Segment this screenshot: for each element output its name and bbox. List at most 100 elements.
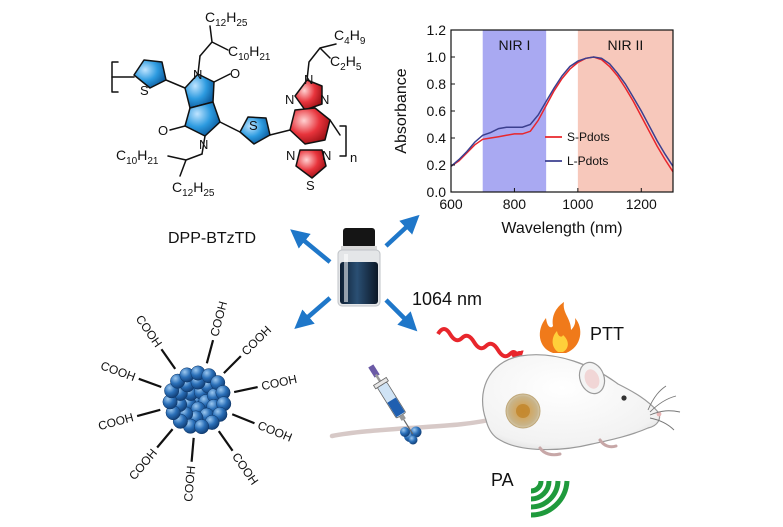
- y-tick-label-2: 0.4: [427, 130, 447, 146]
- molecule-name: DPP-BTzTD: [168, 230, 256, 247]
- region-label-1: NIR II: [608, 37, 644, 53]
- ligand-label-5: COOH: [181, 465, 198, 502]
- ligand-label-1: COOH: [239, 323, 274, 358]
- particle-beads: [162, 365, 232, 435]
- ligand-spoke-5: [190, 437, 195, 462]
- pa-label: PA: [491, 470, 514, 490]
- chain-c10h21-top: C10H21: [228, 43, 271, 63]
- ptt-label: PTT: [590, 324, 624, 344]
- series-line-l-pdots: [450, 56, 674, 167]
- region-label-0: NIR I: [498, 37, 530, 53]
- laser-wave: [436, 327, 524, 366]
- region-band-0: [482, 30, 547, 192]
- ligand-label-6: COOH: [126, 446, 160, 483]
- syringe-icon: [368, 364, 414, 435]
- atom-n-acceptor-2: N: [285, 92, 294, 107]
- x-tick-label-2: 1000: [562, 196, 593, 212]
- chain-c12h25-bottom: C12H25: [172, 179, 215, 199]
- repeat-subscript: n: [350, 150, 357, 165]
- atom-n-bottom: N: [199, 137, 208, 152]
- ligand-spoke-8: [138, 377, 162, 389]
- atom-n-acceptor-1: N: [304, 72, 313, 87]
- acceptor-benzene: [289, 107, 331, 145]
- mouse-nose: [656, 411, 662, 417]
- ligand-spoke-6: [156, 428, 174, 449]
- atom-s-acceptor: S: [306, 178, 315, 193]
- pdots-vial: [337, 228, 381, 307]
- bead-30: [194, 419, 210, 435]
- legend-label-1: L-Pdots: [567, 154, 608, 168]
- chain-c2h5: C2H5: [330, 53, 362, 73]
- photoacoustic-wave-icon: [530, 480, 570, 518]
- right-bracket: [339, 125, 347, 157]
- mouse-front-paw: [598, 438, 618, 449]
- ligand-spoke-1: [223, 355, 242, 374]
- atom-n-top: N: [193, 67, 202, 82]
- ligand-spokes: [136, 339, 258, 462]
- ligand-spoke-4: [217, 430, 234, 452]
- y-tick-label-4: 0.8: [427, 76, 447, 92]
- arrow-to-mouse: [384, 298, 418, 332]
- chain-c12h25-top: C12H25: [205, 9, 248, 29]
- ligand-label-8: COOH: [99, 359, 138, 384]
- ligand-label-9: COOH: [133, 312, 165, 350]
- process-arrows: [290, 214, 420, 332]
- ligand-spoke-3: [231, 413, 255, 425]
- mouse-eye: [621, 395, 627, 401]
- y-axis-label: Absorbance: [393, 68, 410, 153]
- atom-s-left: S: [140, 83, 149, 98]
- atom-s-middle: S: [249, 118, 258, 133]
- mouse-illustration: [329, 354, 681, 457]
- ligand-spoke-0: [205, 339, 215, 364]
- legend-label-0: S-Pdots: [567, 130, 610, 144]
- y-tick-label-6: 1.2: [427, 22, 447, 38]
- dpp-ring-lower: [184, 101, 221, 137]
- y-tick-label-3: 0.6: [427, 103, 447, 119]
- acceptor-thiadiazole: [295, 149, 327, 179]
- ligand-spoke-7: [136, 408, 161, 418]
- x-tick-label-0: 600: [439, 196, 463, 212]
- thiophene-ring-left: [133, 59, 167, 89]
- atom-o-bottom: O: [158, 123, 168, 138]
- ligand-spoke-9: [160, 348, 177, 370]
- mouse-hind-paw: [538, 446, 562, 457]
- arrow-to-nanoparticle: [294, 296, 332, 329]
- x-tick-label-1: 800: [503, 196, 527, 212]
- chain-c10h21-bottom: C10H21: [116, 147, 159, 167]
- y-tick-label-1: 0.2: [427, 157, 447, 173]
- x-tick-label-3: 1200: [626, 196, 657, 212]
- atom-n-acceptor-5: N: [322, 148, 331, 163]
- x-axis-label: Wavelength (nm): [501, 220, 622, 237]
- polymer-structure: [111, 25, 347, 179]
- flame-icon: [539, 302, 581, 353]
- molecule-labels: S N O O N S N N N N N S n C12H25 C10H21 …: [116, 9, 366, 199]
- mouse-whiskers: [647, 385, 681, 431]
- y-tick-label-5: 1.0: [427, 49, 447, 65]
- vial-cap: [343, 228, 375, 248]
- ligand-label-4: COOH: [229, 450, 261, 488]
- series-line-s-pdots: [450, 56, 674, 173]
- arrow-to-molecule: [290, 229, 332, 264]
- acceptor-triazole: [294, 79, 323, 111]
- vial-neck: [341, 246, 377, 252]
- thiophene-ring-middle: [239, 116, 271, 145]
- ligand-label-3: COOH: [256, 418, 295, 444]
- mouse-tail: [329, 415, 501, 439]
- atom-n-acceptor-4: N: [286, 148, 295, 163]
- dpp-ring-upper: [184, 73, 215, 109]
- arrow-to-chart: [384, 214, 420, 248]
- vial-solution: [340, 262, 378, 304]
- ligand-spoke-2: [233, 386, 258, 394]
- ligand-label-2: COOH: [260, 372, 298, 393]
- tail-injection-site: [400, 426, 422, 445]
- laser-label: 1064 nm: [412, 289, 482, 309]
- chart-regions: NIR I NIR II: [482, 30, 673, 192]
- chain-c4h9: C4H9: [334, 27, 366, 47]
- ligand-label-0: COOH: [207, 300, 230, 338]
